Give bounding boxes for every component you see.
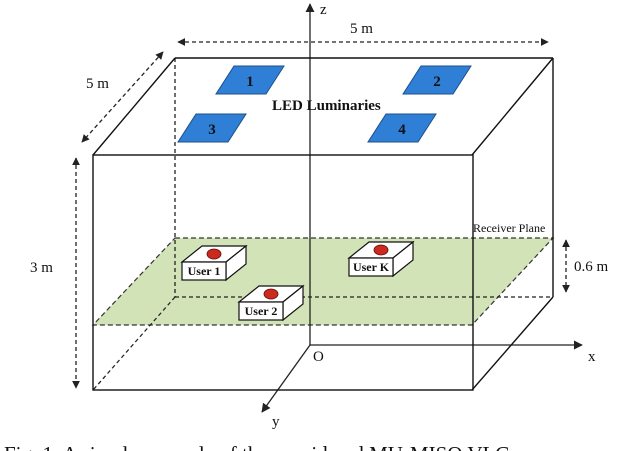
- z-axis-label: z: [320, 2, 327, 18]
- led-number: 1: [246, 74, 254, 90]
- photodetector-dot: [263, 288, 279, 300]
- origin-label: O: [313, 349, 324, 365]
- led-number: 4: [398, 122, 406, 138]
- photodetector-dot: [206, 248, 222, 260]
- width-label: 5 m: [350, 21, 373, 37]
- led-number: 3: [208, 122, 216, 138]
- height-label: 3 m: [30, 260, 53, 276]
- y-axis-label: y: [272, 414, 280, 430]
- led-luminaries: 1 2 3 4: [177, 65, 472, 143]
- receiver-height-label: 0.6 m: [574, 259, 609, 275]
- user-terminal: User 2: [237, 284, 305, 322]
- led-panel: [215, 65, 285, 95]
- user-terminal: User 1: [180, 244, 248, 282]
- receiver-plane-label: Receiver Plane: [473, 221, 545, 235]
- user-label: User 2: [245, 304, 278, 318]
- room-front-face: [92, 154, 474, 391]
- led-luminaries-label: LED Luminaries: [272, 98, 381, 114]
- led-number: 2: [433, 74, 441, 90]
- user-terminal: User K: [347, 240, 415, 278]
- user-box-front: [238, 301, 284, 321]
- users: User 1 User K User 2: [180, 240, 415, 322]
- led-luminary-3: 3: [177, 113, 247, 143]
- led-panel: [177, 113, 247, 143]
- figure-caption: Fig. 1. A simple example of the consider…: [4, 442, 509, 451]
- led-luminary-1: 1: [215, 65, 285, 95]
- led-panel: [367, 113, 437, 143]
- user-label: User K: [353, 260, 390, 274]
- led-luminary-2: 2: [402, 65, 472, 95]
- user-label: User 1: [188, 264, 221, 278]
- y-axis: [261, 344, 311, 413]
- led-panel: [402, 65, 472, 95]
- receiver-plane: [91, 237, 555, 326]
- room-top-left: [92, 57, 176, 156]
- room-bottom-right: [471, 296, 554, 391]
- user-box-front: [181, 261, 227, 281]
- room-top-right: [471, 57, 554, 156]
- photodetector-dot: [373, 244, 389, 256]
- led-luminary-4: 4: [367, 113, 437, 143]
- depth-label: 5 m: [86, 76, 109, 92]
- x-axis-label: x: [588, 349, 596, 365]
- depth-dimension-arrow: [81, 51, 164, 143]
- user-box-front: [348, 257, 394, 277]
